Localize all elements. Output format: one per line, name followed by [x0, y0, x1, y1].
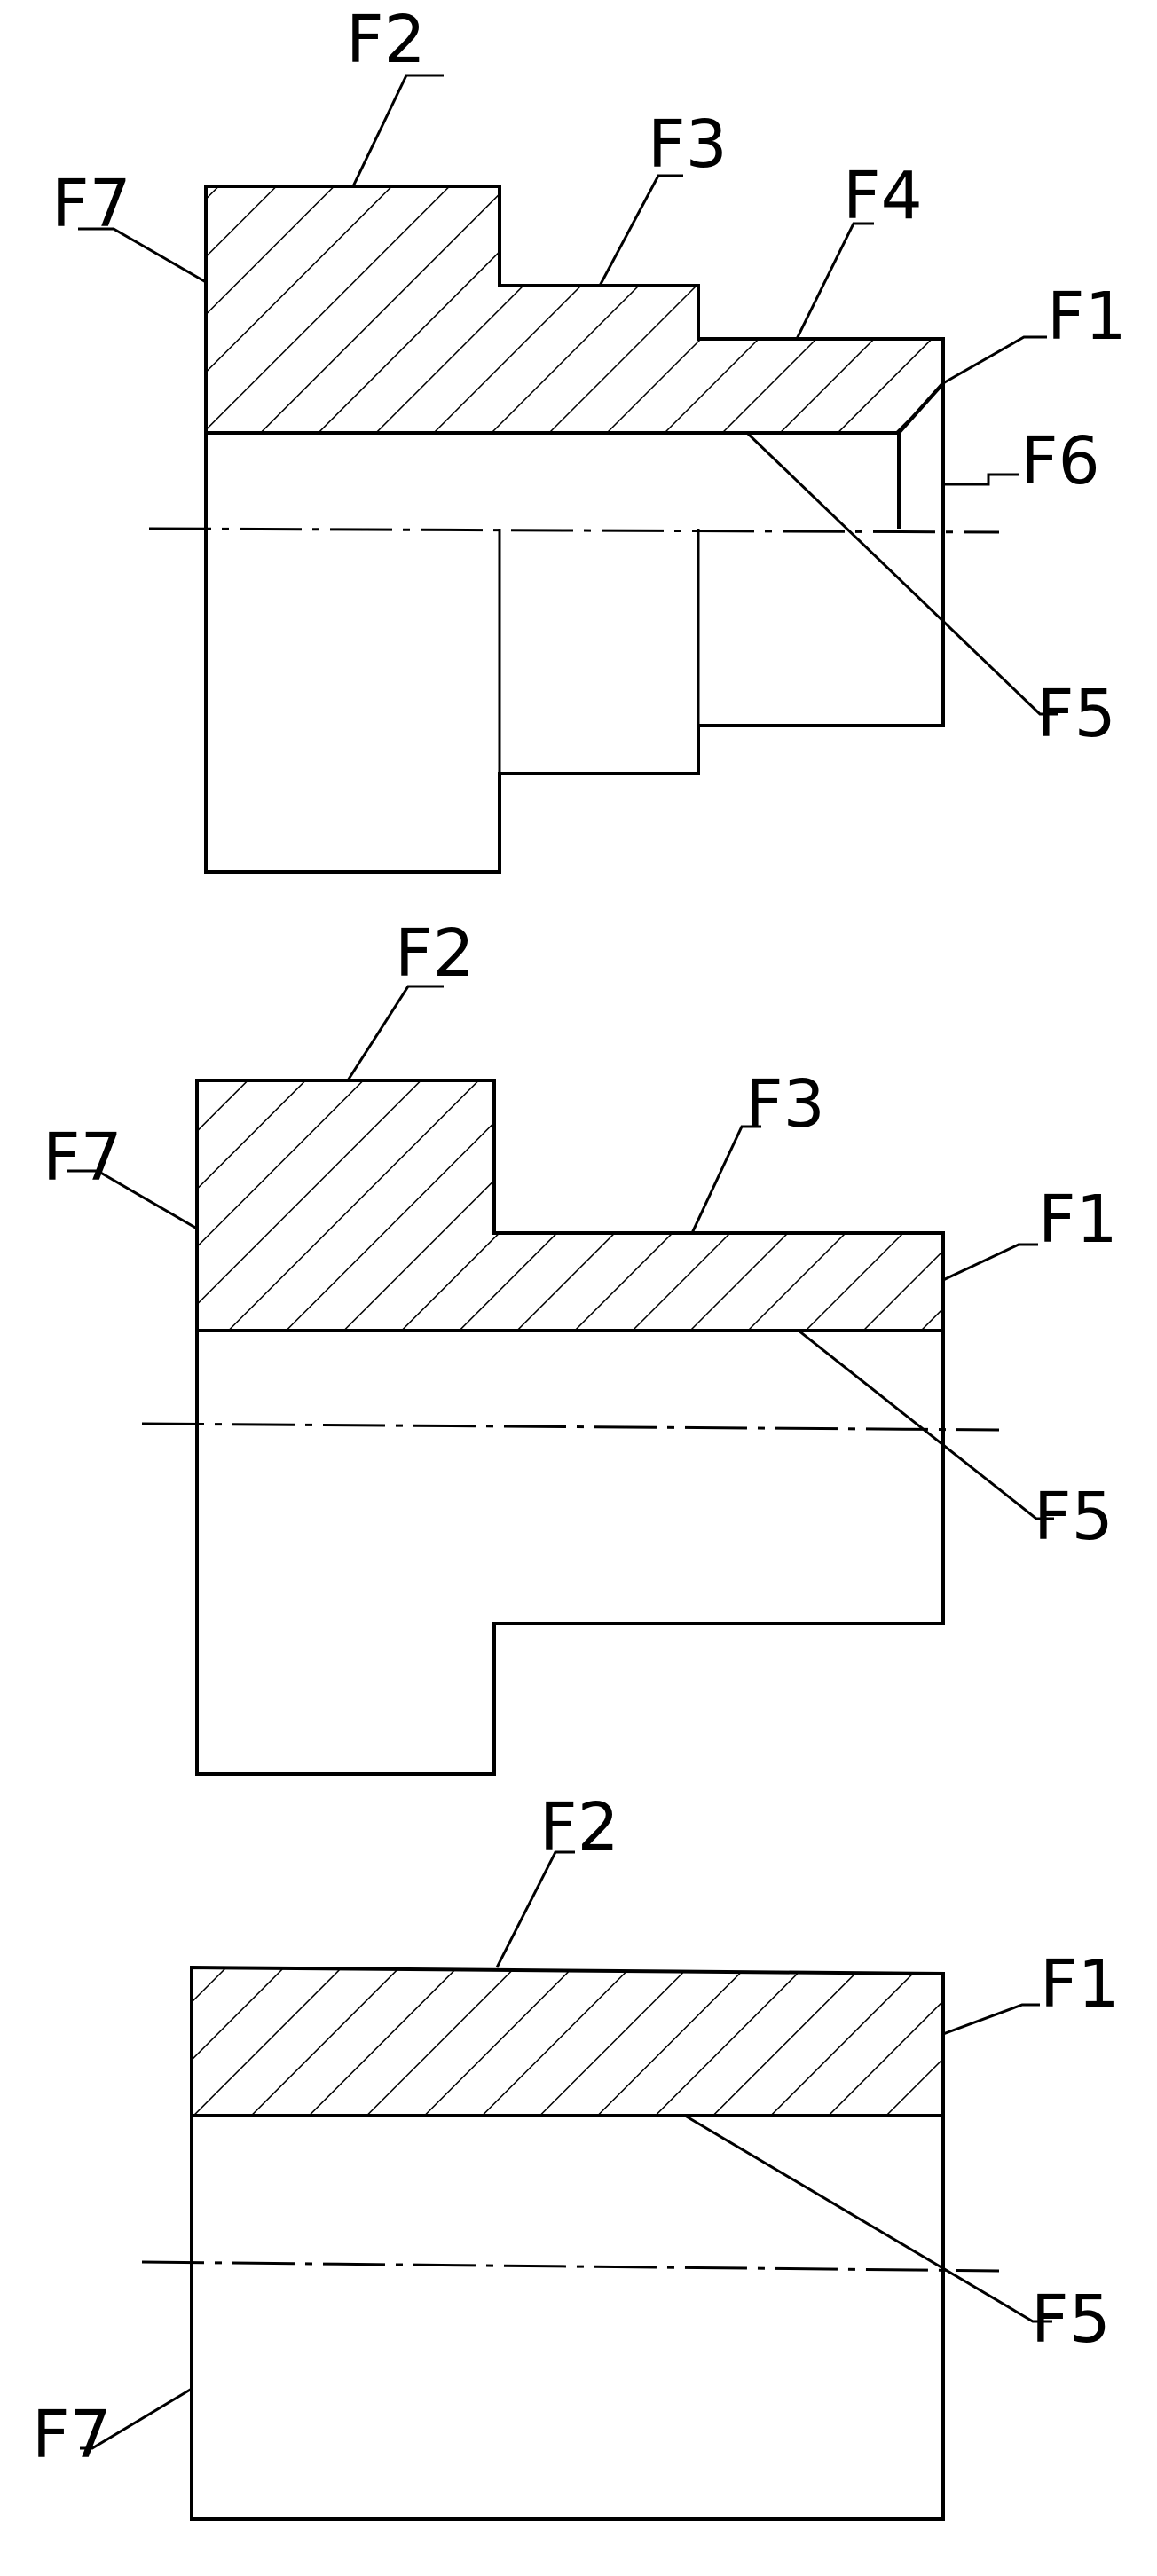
figure-bottom: F2 F1 F5 F7 — [32, 1789, 1120, 2521]
top-label-f7: F7 — [51, 166, 131, 242]
top-leader-f1 — [942, 335, 1047, 385]
middle-label-f2: F2 — [395, 915, 475, 992]
bottom-lower-outline — [190, 2116, 945, 2521]
top-label-f4: F4 — [843, 158, 923, 234]
middle-center-axis — [141, 1422, 1000, 1432]
bottom-label-f7: F7 — [32, 2397, 112, 2473]
top-leader-f4 — [795, 222, 874, 340]
top-leader-f7 — [78, 227, 207, 284]
bottom-label-f2: F2 — [539, 1789, 619, 1865]
bottom-center-axis — [141, 2260, 1000, 2273]
top-leader-f3 — [598, 174, 683, 287]
bottom-leader-f5 — [684, 2114, 1052, 2323]
bottom-label-f1: F1 — [1040, 1946, 1120, 2022]
middle-label-f1: F1 — [1038, 1182, 1118, 1258]
bottom-hatched-section — [190, 1965, 945, 2117]
top-center-axis — [148, 527, 1000, 534]
middle-leader-f7 — [67, 1169, 198, 1230]
top-label-f6: F6 — [1020, 423, 1100, 499]
middle-lower-outline — [195, 1331, 945, 1776]
middle-label-f7: F7 — [43, 1119, 122, 1196]
top-leader-f6 — [943, 473, 1019, 486]
middle-leader-f5 — [798, 1329, 1054, 1520]
bottom-leader-f2 — [495, 1850, 575, 1968]
bottom-leader-f1 — [942, 2003, 1040, 2036]
bottom-leader-f7 — [80, 2387, 193, 2450]
bottom-label-f5: F5 — [1031, 2281, 1111, 2358]
figure-middle: F2 F7 F3 F1 F5 — [43, 915, 1118, 1776]
middle-leader-f1 — [942, 1243, 1038, 1282]
top-label-f1: F1 — [1047, 279, 1127, 355]
middle-label-f3: F3 — [745, 1066, 825, 1143]
middle-leader-f2 — [346, 985, 444, 1081]
middle-label-f5: F5 — [1034, 1479, 1114, 1555]
top-label-f5: F5 — [1036, 676, 1116, 752]
top-hatched-section — [204, 185, 945, 435]
top-label-f2: F2 — [346, 2, 426, 78]
middle-leader-f3 — [690, 1125, 761, 1234]
middle-hatched-section — [195, 1079, 945, 1332]
top-leader-f5 — [745, 431, 1058, 716]
top-lower-outline — [204, 383, 945, 874]
top-chamfer-line — [897, 381, 945, 435]
figure-top: F2 F7 F3 F4 F1 F6 F5 — [51, 2, 1127, 874]
top-label-f3: F3 — [648, 106, 728, 183]
top-leader-f2 — [351, 74, 444, 187]
